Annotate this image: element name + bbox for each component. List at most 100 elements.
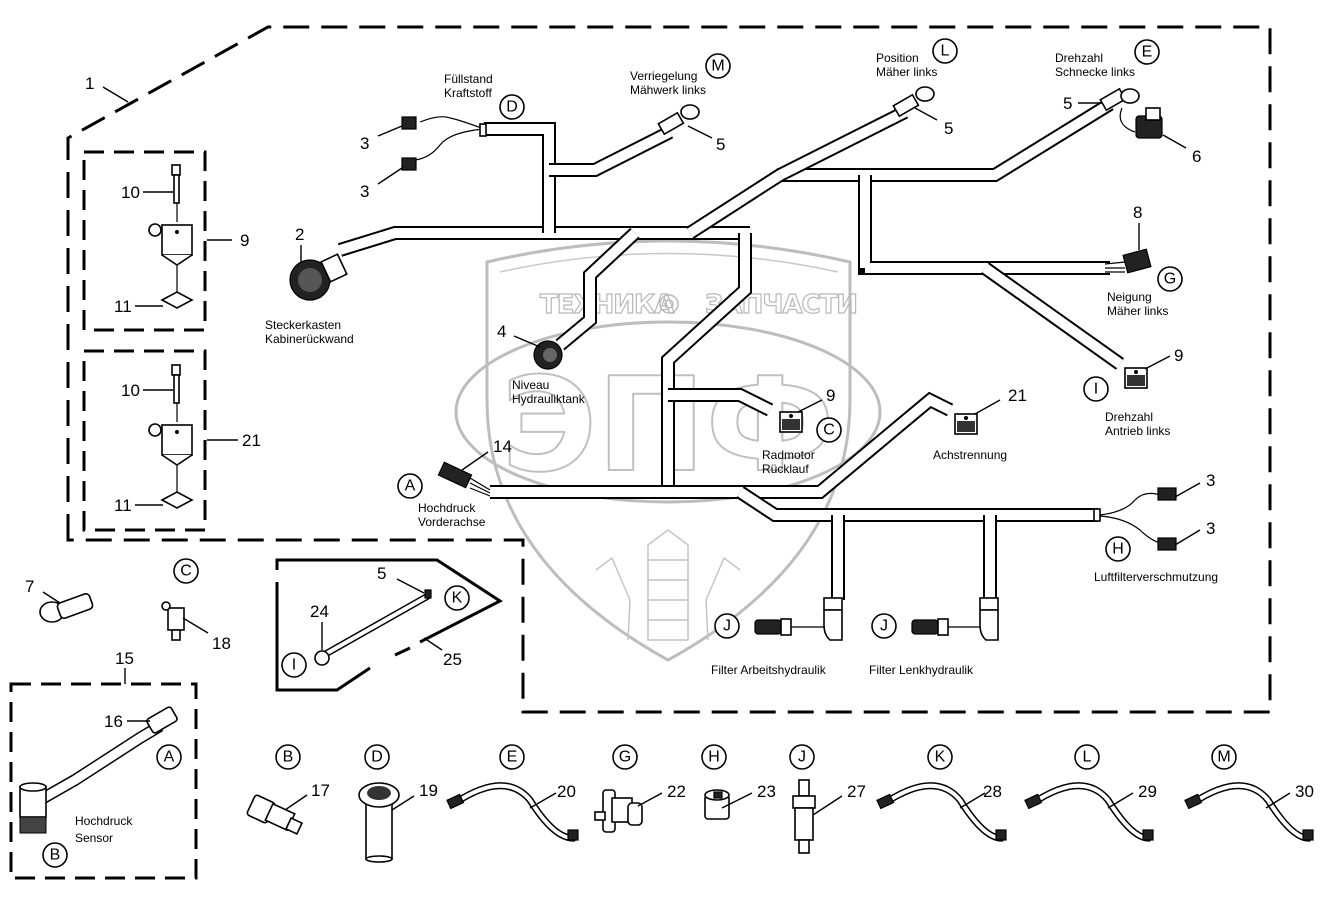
callout-18: 18 (212, 634, 231, 653)
gear-icon (659, 294, 679, 314)
part-7-connector-housing (39, 592, 94, 623)
letter-circle-d (499, 94, 525, 120)
callout-23: 23 (757, 782, 776, 801)
leader-3d (1174, 529, 1201, 546)
part-29-sensor-cable (1024, 782, 1154, 842)
part-18-pressure-switch (161, 601, 185, 641)
leader-6 (1162, 134, 1187, 149)
callout-7: 7 (25, 577, 34, 596)
label-fuellstand-2: Kraftstoff (444, 86, 492, 100)
callout-9a: 9 (240, 231, 249, 250)
callout-29: 29 (1138, 782, 1157, 801)
connector-j-filter-arbeit (754, 597, 843, 641)
letter-circle-k (444, 585, 470, 611)
letter-circle-m (1211, 744, 1237, 770)
leader-22 (637, 792, 663, 807)
label-position-1: Position (876, 51, 919, 65)
label-neigung-2: Mäher links (1107, 304, 1168, 318)
letter-c: C (180, 563, 192, 580)
part-20-sensor-cable (446, 782, 579, 842)
letter-circle-d (364, 744, 390, 770)
letter-circle-l (1074, 744, 1100, 770)
connector-2-round-plug (289, 253, 348, 301)
leader-18 (182, 617, 209, 634)
letter-h: H (708, 749, 720, 766)
letter-i: I (292, 657, 296, 674)
part-19-fuel-level-sender (358, 782, 400, 863)
letter-k: K (452, 590, 463, 607)
callout-10b: 10 (121, 381, 140, 400)
letter-d: D (371, 749, 383, 766)
letter-circle-h (701, 744, 727, 770)
letter-a: A (164, 749, 175, 766)
connector-8-neigung (1104, 248, 1152, 274)
letter-circle-i (1083, 376, 1109, 402)
part-27-filter-switch (792, 779, 816, 854)
letter-l: L (1083, 749, 1092, 766)
callout-3a: 3 (360, 134, 369, 153)
callout-28: 28 (983, 782, 1002, 801)
callout-27: 27 (847, 782, 866, 801)
callout-24: 24 (310, 602, 329, 621)
letter-circle-b (275, 744, 301, 770)
leader-3c (1174, 482, 1201, 498)
connector-5-position (892, 86, 935, 118)
letter-j: J (723, 618, 731, 635)
connector-21-achstrennung (954, 413, 978, 435)
part-28-sensor-cable (876, 782, 1007, 842)
callout-21b: 21 (1008, 386, 1027, 405)
inset-box-15 (9, 682, 198, 880)
leader-19 (391, 795, 415, 811)
letter-circle-e (1134, 39, 1160, 65)
letter-circle-l (932, 38, 958, 64)
letter-circle-e (499, 744, 525, 770)
callout-14: 14 (493, 437, 512, 456)
part-23-air-filter-switch (704, 789, 730, 820)
leader-5b (914, 107, 938, 121)
callout-15: 15 (115, 649, 134, 668)
leader-1 (102, 86, 129, 103)
part-30-sensor-cable (1184, 782, 1314, 842)
callout-17: 17 (311, 781, 330, 800)
callout-9c: 9 (826, 386, 835, 405)
label-drehzahl-schnecke-2: Schnecke links (1055, 65, 1135, 79)
part-22-tilt-sensor (594, 789, 643, 833)
label-drehzahl-antrieb-2: Antrieb links (1105, 424, 1170, 438)
connector-9-radmotor (779, 411, 803, 433)
callout-2: 2 (295, 225, 304, 244)
callout-8: 8 (1133, 203, 1142, 222)
leader-5a (687, 125, 713, 139)
assembly-boundary (66, 25, 1272, 714)
inset-box-21 (82, 349, 207, 532)
leader-9b (1144, 355, 1171, 370)
letter-circle-g (1157, 266, 1183, 292)
connector-j-filter-lenk (911, 597, 999, 641)
label-radmotor-1: Radmotor (762, 448, 815, 462)
label-drehzahl-antrieb-1: Drehzahl (1105, 410, 1153, 424)
part-16-hochdruck-sensor-cable (19, 706, 178, 834)
callout-25: 25 (443, 650, 462, 669)
letter-circle-h (1105, 536, 1131, 562)
letter-g: G (619, 749, 631, 766)
part-24-25-sensor-rod (314, 589, 432, 666)
callout-10a: 10 (121, 183, 140, 202)
inset-box-25 (275, 558, 503, 692)
callout-9b: 9 (1174, 346, 1183, 365)
label-hochdruck-va-1: Hochdruck (418, 501, 476, 515)
connector-3-pair-fuel (401, 116, 487, 171)
label-filter-arbeit: Filter Arbeitshydraulik (711, 663, 827, 677)
letter-circle-m (705, 53, 731, 79)
leader-3b (377, 167, 403, 185)
letter-m: M (711, 58, 724, 75)
letter-m: M (1217, 749, 1230, 766)
leader-4 (513, 335, 541, 348)
letter-circle-i (281, 652, 307, 678)
callout-5d: 5 (377, 564, 386, 583)
solenoid-plug-icon (148, 364, 194, 509)
label-drehzahl-schnecke-1: Drehzahl (1055, 51, 1103, 65)
letter-circle-c (173, 558, 199, 584)
callout-22: 22 (667, 782, 686, 801)
letter-d: D (506, 99, 518, 116)
label-verriegelung-1: Verriegelung (630, 69, 697, 83)
connector-5-6-drehzahl-schnecke (1099, 87, 1163, 139)
